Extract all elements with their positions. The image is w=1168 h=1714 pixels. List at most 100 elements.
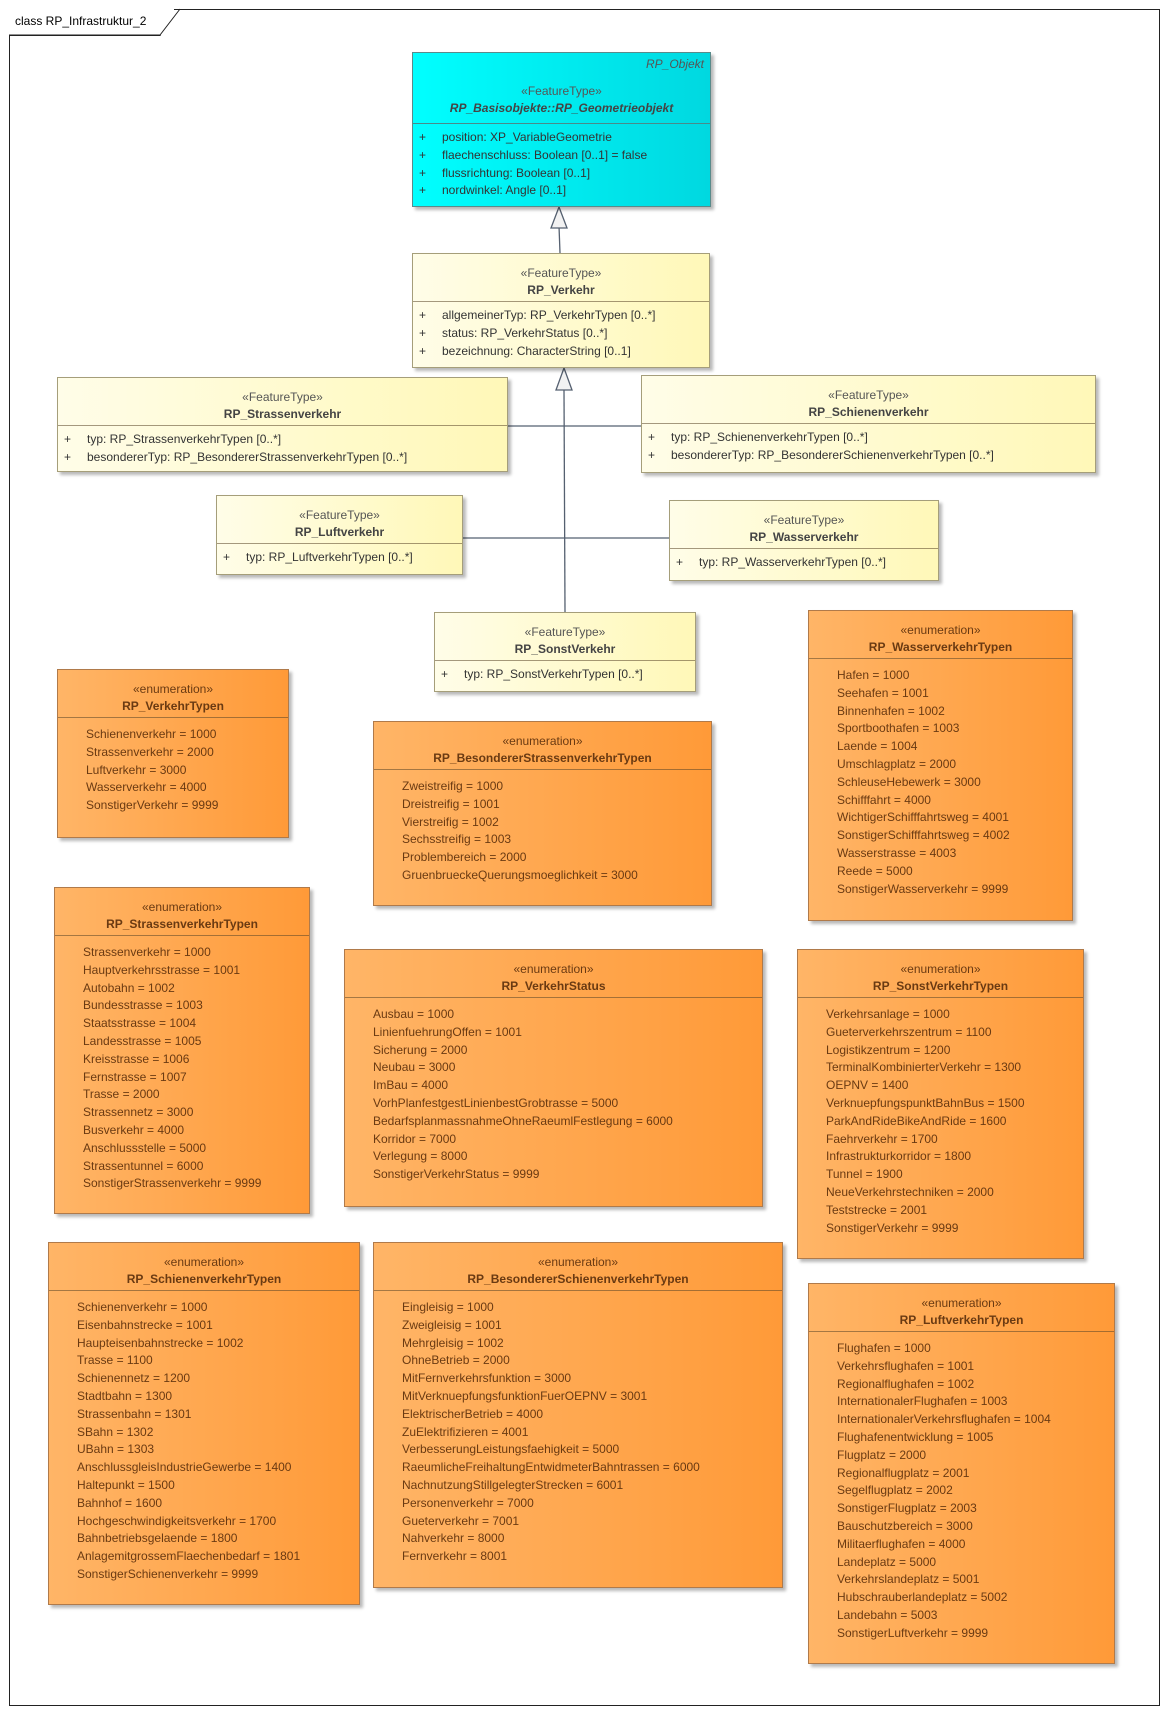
enum-literal: Bundesstrasse = 1003 <box>55 997 309 1015</box>
item-text: Hochgeschwindigkeitsverkehr = 1700 <box>77 1513 277 1528</box>
attribute: +typ: RP_StrassenverkehrTypen [0..*] <box>58 431 507 449</box>
enum-literal: Bauschutzbereich = 3000 <box>809 1518 1114 1536</box>
item-text: Stadtbahn = 1300 <box>77 1388 173 1403</box>
item-text: Faehrverkehr = 1700 <box>826 1131 938 1146</box>
item-text: Landeplatz = 5000 <box>837 1554 937 1569</box>
item-text: Regionalflugplatz = 2001 <box>837 1465 970 1480</box>
item-text: Fernverkehr = 8001 <box>402 1549 508 1564</box>
item-text: OhneBetrieb = 2000 <box>402 1353 510 1368</box>
item-text: SonstigerVerkehrStatus = 9999 <box>373 1167 540 1182</box>
enum-literal: Eingleisig = 1000 <box>374 1299 782 1317</box>
attribute: +flaechenschluss: Boolean [0..1] = false <box>413 147 710 165</box>
class-luftverkehr[interactable]: «FeatureType» RP_Luftverkehr+typ: RP_Luf… <box>216 495 463 575</box>
enum-literal: Kreisstrasse = 1006 <box>55 1051 309 1069</box>
class-sonstverkehr[interactable]: «FeatureType» RP_SonstVerkehr+typ: RP_So… <box>434 612 696 692</box>
item-text: typ: RP_StrassenverkehrTypen [0..*] <box>87 432 282 446</box>
class-name: RP_BesondererStrassenverkehrTypen <box>433 751 652 765</box>
stereotype-label: «FeatureType» <box>828 388 909 402</box>
item-text: NeueVerkehrstechniken = 2000 <box>826 1184 994 1199</box>
class-strassenverkehr[interactable]: «FeatureType» RP_Strassenverkehr+typ: RP… <box>57 377 508 472</box>
public-visibility-icon: + <box>419 343 427 358</box>
class-geometrieobjekt[interactable]: RP_Objekt «FeatureType» RP_Basisobjekte:… <box>412 52 711 207</box>
enum-literal: Hochgeschwindigkeitsverkehr = 1700 <box>49 1513 359 1531</box>
class-name: RP_Schienenverkehr <box>808 405 929 419</box>
enum-literal: Logistikzentrum = 1200 <box>798 1042 1083 1060</box>
item-text: Flughafenentwicklung = 1005 <box>837 1429 994 1444</box>
enum-literal: SonstigerSchienenverkehr = 9999 <box>49 1566 359 1584</box>
item-text: Verkehrsanlage = 1000 <box>826 1007 950 1021</box>
item-text: Schifffahrt = 4000 <box>837 792 931 807</box>
public-visibility-icon: + <box>419 130 427 144</box>
enum-literal: Tunnel = 1900 <box>798 1166 1083 1184</box>
enum-literal: AnschlussgleisIndustrieGewerbe = 1400 <box>49 1459 359 1477</box>
class-header: «FeatureType» RP_Basisobjekte::RP_Geomet… <box>413 53 710 124</box>
item-text: Personenverkehr = 7000 <box>402 1495 534 1510</box>
item-text: Reede = 5000 <box>837 863 913 878</box>
enum-literal: Landeplatz = 5000 <box>809 1554 1114 1572</box>
item-text: SonstigerSchienenverkehr = 9999 <box>77 1566 259 1581</box>
item-text: Problembereich = 2000 <box>402 850 527 865</box>
enum-literal: Stadtbahn = 1300 <box>49 1388 359 1406</box>
enum-literal: Landebahn = 5003 <box>809 1607 1114 1625</box>
item-text: Schienennetz = 1200 <box>77 1371 191 1386</box>
item-text: Verlegung = 8000 <box>373 1149 468 1164</box>
item-text: NachnutzungStillgelegterStrecken = 6001 <box>402 1477 624 1492</box>
stereotype-label: «enumeration» <box>921 1296 1002 1310</box>
enum-literal: Sechsstreifig = 1003 <box>374 831 711 849</box>
enum-literal: SBahn = 1302 <box>49 1424 359 1442</box>
public-visibility-icon: + <box>441 667 449 681</box>
attribute: +flussrichtung: Boolean [0..1] <box>413 165 710 183</box>
item-text: Fernstrasse = 1007 <box>83 1069 187 1084</box>
class-verkehr[interactable]: «FeatureType» RP_Verkehr+allgemeinerTyp:… <box>412 253 710 368</box>
enum-literal: Vierstreifig = 1002 <box>374 814 711 832</box>
public-visibility-icon: + <box>419 165 427 180</box>
enum-literal: SonstigerVerkehr = 9999 <box>798 1220 1083 1238</box>
item-text: Flughafen = 1000 <box>837 1341 931 1355</box>
class-name: RP_WasserverkehrTypen <box>868 640 1013 654</box>
class-name: RP_BesondererSchienenverkehrTypen <box>467 1272 689 1286</box>
item-text: Strassentunnel = 6000 <box>83 1158 204 1173</box>
enumeration-besschienen[interactable]: «enumeration» RP_BesondererSchienenverke… <box>373 1242 783 1588</box>
item-text: Teststrecke = 2001 <box>826 1202 928 1217</box>
diagram-frame <box>9 9 1160 1706</box>
class-schienenverkehr[interactable]: «FeatureType» RP_Schienenverkehr+typ: RP… <box>641 375 1096 473</box>
item-text: SBahn = 1302 <box>77 1424 154 1439</box>
enum-literal: SonstigerLuftverkehr = 9999 <box>809 1625 1114 1643</box>
enum-literal: Eisenbahnstrecke = 1001 <box>49 1317 359 1335</box>
item-text: Gueterverkehr = 7001 <box>402 1513 520 1528</box>
item-text: Hafen = 1000 <box>837 668 910 682</box>
class-header: «enumeration» RP_SonstVerkehrTypen <box>798 950 1083 998</box>
item-text: VorhPlanfestgestLinienbestGrobtrasse = 5… <box>373 1095 619 1110</box>
enum-literal: Infrastrukturkorridor = 1800 <box>798 1148 1083 1166</box>
item-text: Gueterverkehrszentrum = 1100 <box>826 1024 992 1039</box>
enum-literal: Reede = 5000 <box>809 863 1072 881</box>
item-text: Zweistreifig = 1000 <box>402 779 504 793</box>
stereotype-label: «FeatureType» <box>763 513 845 527</box>
item-text: Strassenbahn = 1301 <box>77 1406 192 1421</box>
class-wasserverkehr[interactable]: «FeatureType» RP_Wasserverkehr+typ: RP_W… <box>669 500 939 581</box>
attribute-list: +typ: RP_WasserverkehrTypen [0..*] <box>670 549 938 572</box>
enumeration-besstrassen[interactable]: «enumeration» RP_BesondererStrassenverke… <box>373 721 712 906</box>
item-text: Trasse = 1100 <box>77 1353 153 1368</box>
enum-literal: Dreistreifig = 1001 <box>374 796 711 814</box>
item-text: ElektrischerBetrieb = 4000 <box>402 1406 544 1421</box>
attribute: +besondererTyp: RP_BesondererStrassenver… <box>58 449 507 467</box>
item-text: typ: RP_WasserverkehrTypen [0..*] <box>699 555 886 569</box>
item-text: Ausbau = 1000 <box>373 1007 455 1021</box>
enum-literal: Strassenverkehr = 1000 <box>55 944 309 962</box>
enum-literal: Busverkehr = 4000 <box>55 1122 309 1140</box>
public-visibility-icon: + <box>223 550 231 564</box>
enum-literal: SonstigerSchifffahrtsweg = 4002 <box>809 827 1072 845</box>
item-text: Eingleisig = 1000 <box>402 1300 494 1314</box>
item-text: Nahverkehr = 8000 <box>402 1531 505 1546</box>
enum-literal: MitFernverkehrsfunktion = 3000 <box>374 1370 782 1388</box>
item-text: Schienenverkehr = 1000 <box>86 727 217 741</box>
